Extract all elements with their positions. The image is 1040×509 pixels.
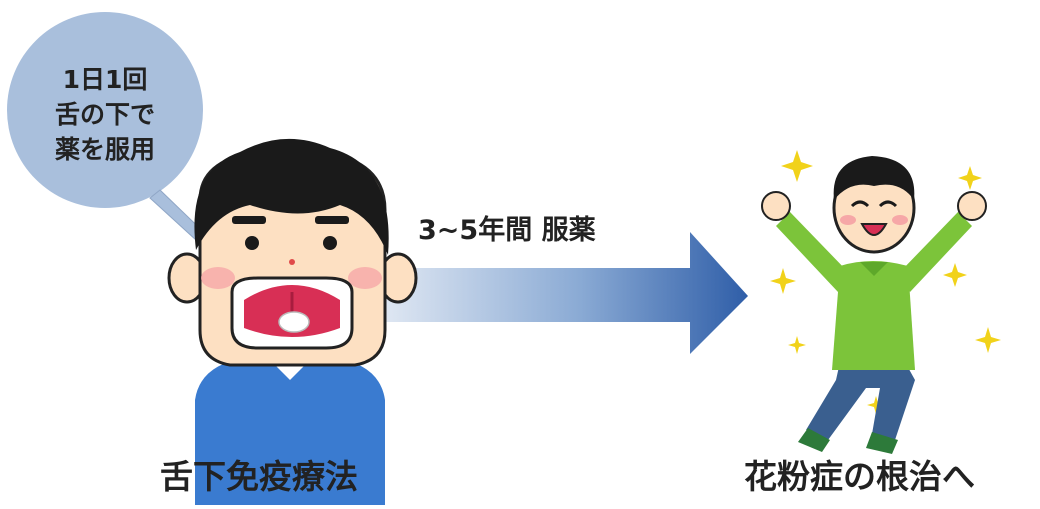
- boy-cheering: [761, 156, 987, 454]
- caption-left: 舌下免疫療法: [160, 457, 358, 496]
- arrow-right: [375, 232, 748, 354]
- sparkle-icon: [975, 327, 1001, 353]
- bubble-text: 1日1回 舌の下で 薬を服用: [30, 62, 180, 167]
- sparkle-icon: [788, 336, 806, 354]
- bubble-line: 薬を服用: [54, 135, 155, 164]
- sparkle-icons: [770, 150, 1001, 414]
- sparkle-icon: [958, 166, 982, 190]
- sparkle-icon: [867, 396, 885, 414]
- sparkle-icon: [781, 150, 813, 182]
- bubble-line: 舌の下で: [54, 100, 155, 129]
- sparkle-icon: [943, 263, 967, 287]
- boy-taking-medicine: [167, 138, 418, 505]
- caption-right: 花粉症の根治へ: [744, 457, 975, 496]
- arrow-label: 3~5年間 服薬: [418, 215, 596, 246]
- sparkle-icon: [770, 268, 796, 294]
- bubble-line: 1日1回: [62, 65, 148, 94]
